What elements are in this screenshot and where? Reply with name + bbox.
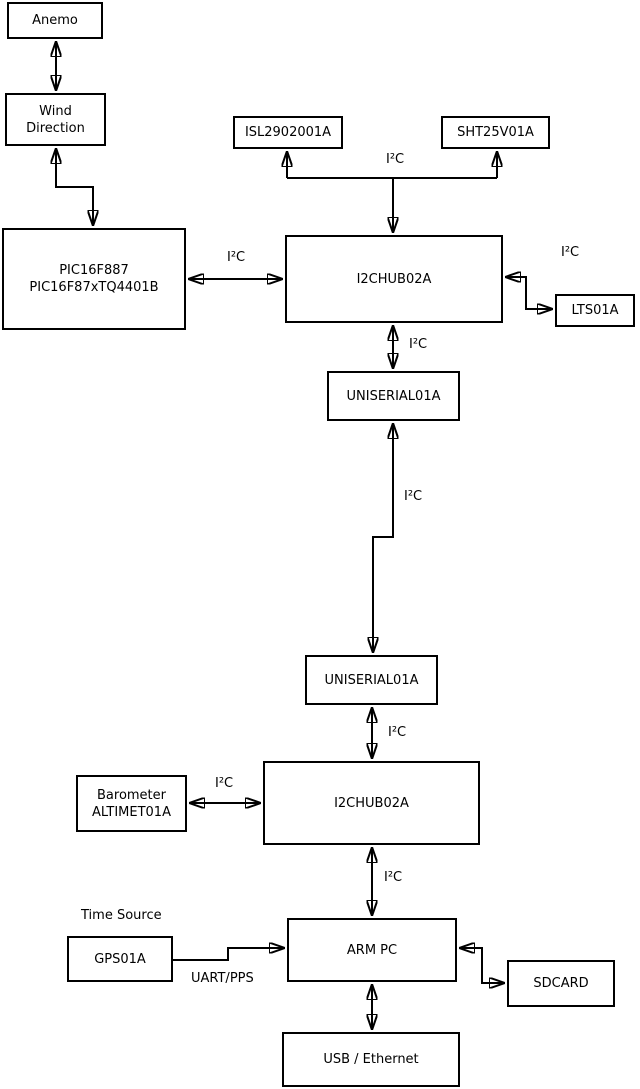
edge-gps-armpc bbox=[173, 948, 285, 961]
node-pic-label-line2: PIC16F87xTQ4401B bbox=[29, 280, 159, 295]
node-isl2902001a-label: ISL2902001A bbox=[244, 125, 332, 140]
node-uniserial01a-top: UNISERIAL01A bbox=[327, 371, 460, 421]
edge-uniserial1-uniserial2 bbox=[373, 423, 393, 653]
node-pic-label-line1: PIC16F887 bbox=[59, 263, 129, 278]
edge-label-time-source: Time Source bbox=[81, 908, 162, 923]
node-anemo-label: Anemo bbox=[32, 13, 78, 28]
node-uniserial01a-top-label: UNISERIAL01A bbox=[346, 388, 441, 404]
edge-label-uart-pps: UART/PPS bbox=[191, 971, 254, 986]
node-lts01a: LTS01A bbox=[555, 294, 635, 327]
node-sht25v01a: SHT25V01A bbox=[441, 116, 550, 149]
edge-label-i2c-lts: I²C bbox=[561, 245, 580, 260]
node-barometer: Barometer ALTIMET01A bbox=[76, 775, 187, 832]
node-usb-ethernet-label: USB / Ethernet bbox=[323, 1052, 419, 1067]
node-wind-direction-label-line1: Wind bbox=[39, 103, 72, 119]
edge-wind-pic bbox=[56, 148, 93, 226]
edge-label-i2c-hub2-armpc: I²C bbox=[384, 870, 403, 885]
node-isl2902001a: ISL2902001A bbox=[233, 116, 343, 149]
node-uniserial01a-bottom-label: UNISERIAL01A bbox=[324, 672, 419, 688]
edge-label-i2c-branch: I²C bbox=[386, 152, 405, 167]
node-arm-pc: ARM PC bbox=[287, 918, 457, 982]
node-sht25v01a-label: SHT25V01A bbox=[457, 125, 534, 140]
edge-armpc-sdcard bbox=[459, 948, 505, 983]
node-pic: PIC16F887 PIC16F87xTQ4401B bbox=[2, 228, 186, 330]
edge-label-i2c-uniserial-link: I²C bbox=[404, 489, 423, 504]
node-usb-ethernet: USB / Ethernet bbox=[282, 1032, 460, 1087]
node-barometer-label-line1: Barometer bbox=[97, 787, 166, 803]
node-uniserial01a-bottom: UNISERIAL01A bbox=[305, 655, 438, 705]
edge-label-i2c-pic-hub1: I²C bbox=[227, 250, 246, 265]
node-wind-direction-label-line2: Direction bbox=[26, 120, 85, 136]
node-i2chub02a-bottom: I2CHUB02A bbox=[263, 761, 480, 845]
node-i2chub02a-top-label: I2CHUB02A bbox=[356, 271, 432, 287]
node-sdcard-label: SDCARD bbox=[533, 976, 589, 991]
edge-label-i2c-uniserial2-hub2: I²C bbox=[388, 725, 407, 740]
node-barometer-label-line2: ALTIMET01A bbox=[92, 804, 171, 820]
node-wind-direction: Wind Direction bbox=[5, 93, 106, 146]
node-anemo: Anemo bbox=[7, 2, 103, 39]
node-gps01a: GPS01A bbox=[67, 936, 173, 982]
node-i2chub02a-bottom-label: I2CHUB02A bbox=[334, 795, 409, 811]
node-lts01a-label: LTS01A bbox=[571, 303, 619, 318]
node-i2chub02a-top: I2CHUB02A bbox=[285, 235, 503, 323]
node-sdcard: SDCARD bbox=[507, 960, 615, 1007]
node-arm-pc-label: ARM PC bbox=[346, 942, 398, 958]
edge-label-i2c-hub1-uniserial1: I²C bbox=[409, 337, 428, 352]
edge-label-i2c-barometer-hub2: I²C bbox=[215, 776, 234, 791]
edge-hub1-lts bbox=[505, 277, 553, 309]
node-gps01a-label: GPS01A bbox=[94, 951, 146, 967]
